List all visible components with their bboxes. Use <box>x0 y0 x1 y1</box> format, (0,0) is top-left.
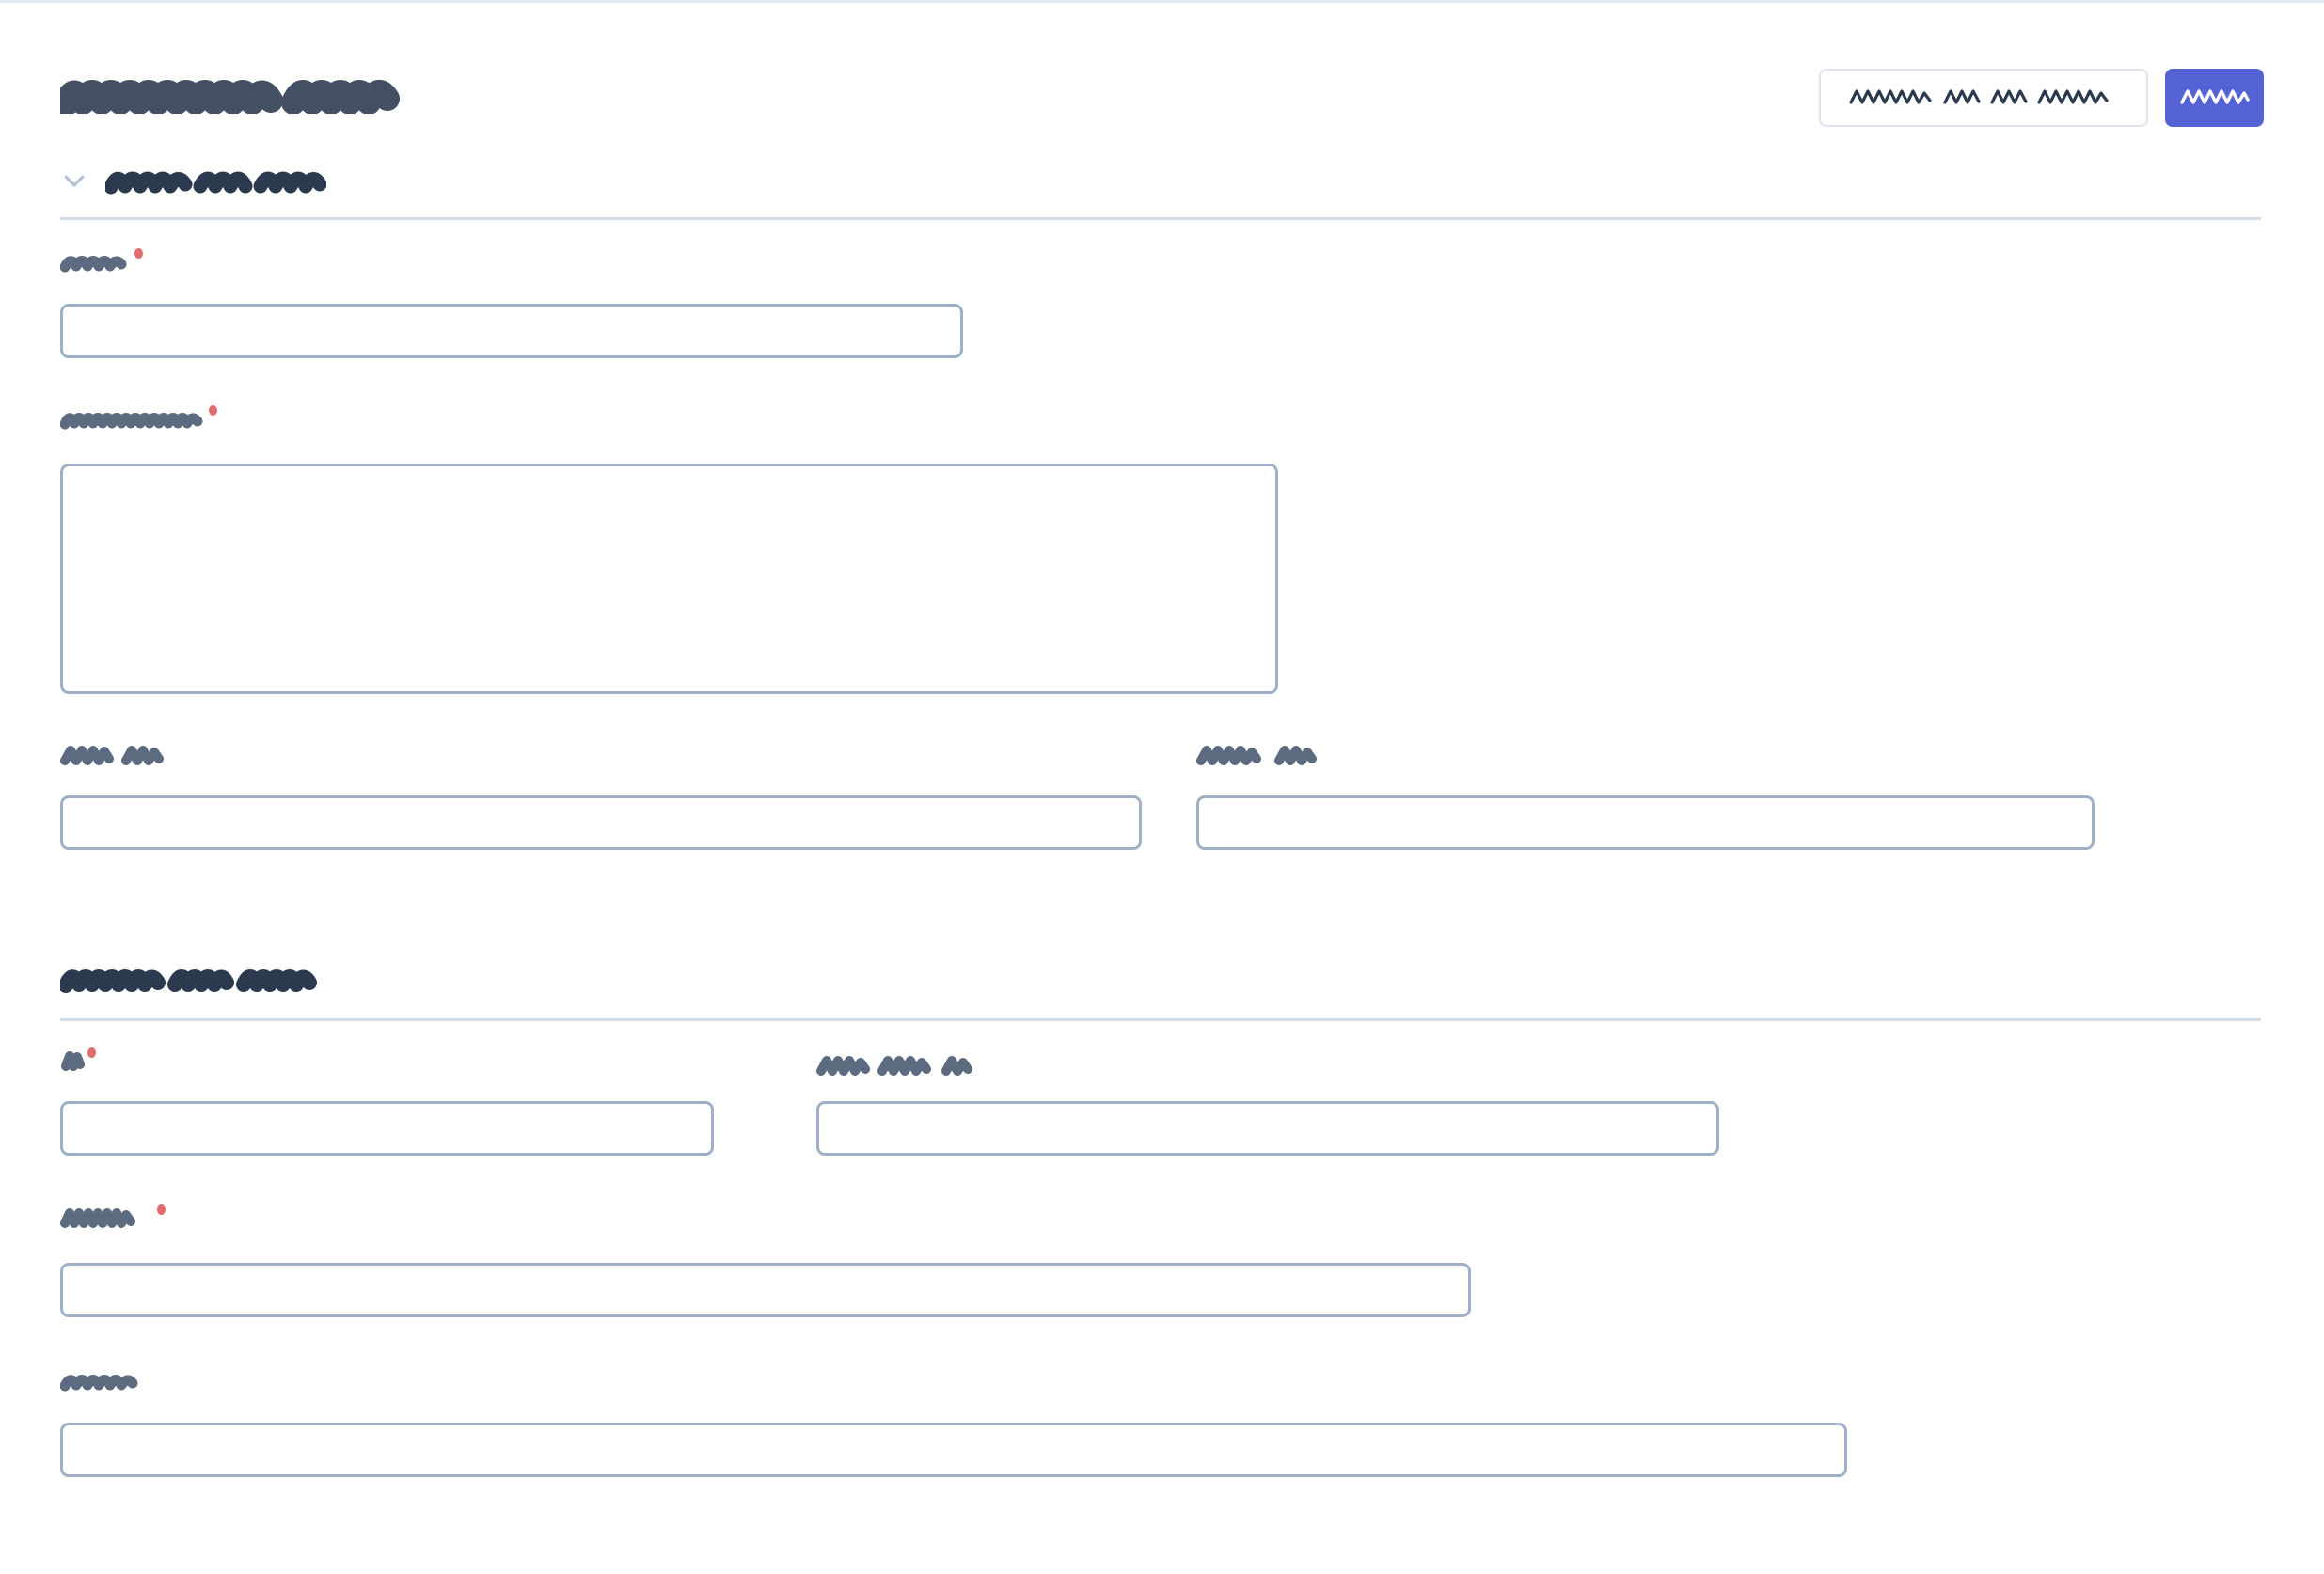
field-8-input[interactable] <box>60 1423 1847 1477</box>
primary-button-label <box>2178 86 2252 110</box>
field-2-required-marker <box>209 405 217 416</box>
secondary-button-label <box>1847 86 2120 110</box>
field-4-label <box>1196 746 1328 766</box>
field-5-required-marker <box>87 1047 96 1058</box>
secondary-button[interactable] <box>1819 69 2148 127</box>
field-6-input[interactable] <box>816 1101 1719 1156</box>
section-two-divider <box>60 1018 2261 1021</box>
field-7-input[interactable] <box>60 1263 1471 1317</box>
field-7-required-marker <box>157 1204 166 1215</box>
field-2-label <box>60 405 217 430</box>
chevron-down-icon[interactable] <box>60 166 88 195</box>
section-one-divider <box>60 217 2261 220</box>
field-5-label <box>60 1047 96 1072</box>
field-4-label-text <box>1196 746 1328 766</box>
field-2-textarea[interactable] <box>60 464 1278 694</box>
section-one-toggle[interactable] <box>60 166 326 195</box>
field-3-label-text <box>60 746 173 766</box>
field-1-required-marker <box>134 248 143 259</box>
field-1-label-text <box>60 252 132 273</box>
page-title-redacted-text <box>60 76 455 114</box>
field-3-input[interactable] <box>60 795 1142 850</box>
field-3-label <box>60 746 173 766</box>
primary-button[interactable] <box>2165 69 2264 127</box>
field-7-label-text <box>60 1208 154 1229</box>
field-5-input[interactable] <box>60 1101 714 1156</box>
field-7-label <box>60 1204 166 1229</box>
field-2-label-text <box>60 409 206 430</box>
field-6-label <box>816 1056 981 1077</box>
page-title <box>60 76 455 114</box>
field-8-label-text <box>60 1371 154 1392</box>
section-two-heading <box>60 964 325 994</box>
field-1-label <box>60 248 143 273</box>
section-two-heading-text <box>60 964 325 994</box>
field-8-label <box>60 1371 154 1392</box>
field-5-label-text <box>60 1051 85 1072</box>
header-actions <box>1819 69 2264 127</box>
field-6-label-text <box>816 1056 981 1077</box>
field-1-input[interactable] <box>60 304 963 358</box>
field-4-input[interactable] <box>1196 795 2095 850</box>
page-header <box>0 3 2324 167</box>
section-one-heading <box>105 166 326 195</box>
